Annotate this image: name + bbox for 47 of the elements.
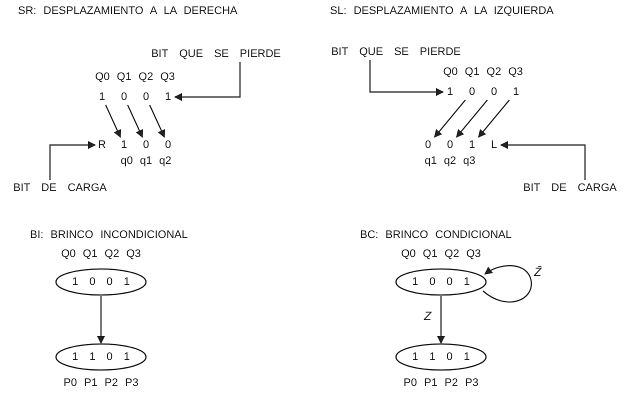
bit-value: R — [95, 137, 109, 153]
bit-value: 1 — [95, 89, 109, 105]
section-title: BC: BRINCO CONDICIONAL — [360, 230, 512, 241]
loop-arrow — [482, 265, 532, 303]
arrow — [49, 141, 96, 180]
bit-value: 1 — [509, 84, 523, 100]
bit-value: 0 — [161, 137, 175, 153]
register-labels: q1 q2 q3 — [424, 156, 476, 167]
bit-value: 1 — [161, 89, 175, 105]
bit-value: 1 — [443, 84, 457, 100]
arrow — [478, 100, 510, 138]
note-text: BIT QUE SE PIERDE — [150, 46, 282, 62]
section-title: SL: DESPLAZAMIENTO A LA IZQUIERDA — [330, 6, 554, 17]
bit-value: 0 — [421, 137, 435, 153]
arrow — [127, 104, 144, 138]
bit-value: 0 — [139, 89, 153, 105]
bit-value: L — [487, 137, 501, 153]
bit-value: 0 — [465, 84, 479, 100]
register-labels: Q0 Q1 Q2 Q3 — [94, 72, 176, 83]
arrow — [369, 60, 444, 96]
arrow — [434, 100, 466, 138]
edge-label: Z̄ — [532, 266, 544, 278]
register-labels: P0 P1 P2 P3 — [404, 378, 478, 389]
section-title: BI: BRINCO INCONDICIONAL — [30, 230, 188, 241]
bit-value: 1 — [117, 137, 131, 153]
section-title: SR: DESPLAZAMIENTO A LA DERECHA — [18, 6, 238, 17]
note-text: BIT QUE SE PIERDE — [330, 44, 462, 60]
arrow — [174, 62, 241, 101]
register-labels: Q0 Q1 Q2 Q3 — [61, 249, 141, 260]
note-text: BIT DE CARGA — [10, 180, 110, 196]
arrow — [456, 100, 488, 138]
register-labels: P0 P1 P2 P3 — [64, 378, 138, 389]
register-labels: Q0 Q1 Q2 Q3 — [401, 249, 481, 260]
register-labels: q0 q1 q2 — [120, 156, 172, 167]
arrow — [500, 141, 586, 180]
bit-value: 0 — [487, 84, 501, 100]
bit-value: 0 — [443, 137, 457, 153]
edge-label: Z — [422, 310, 434, 322]
bit-value: 1 — [465, 137, 479, 153]
note-text: BIT DE CARGA — [520, 180, 620, 196]
arrow — [97, 296, 105, 344]
bit-value: 0 — [117, 89, 131, 105]
arrow — [437, 296, 445, 344]
arrow — [105, 104, 122, 138]
bit-value: 0 — [139, 137, 153, 153]
register-labels: Q0 Q1 Q2 Q3 — [442, 67, 524, 78]
arrow — [149, 104, 166, 138]
